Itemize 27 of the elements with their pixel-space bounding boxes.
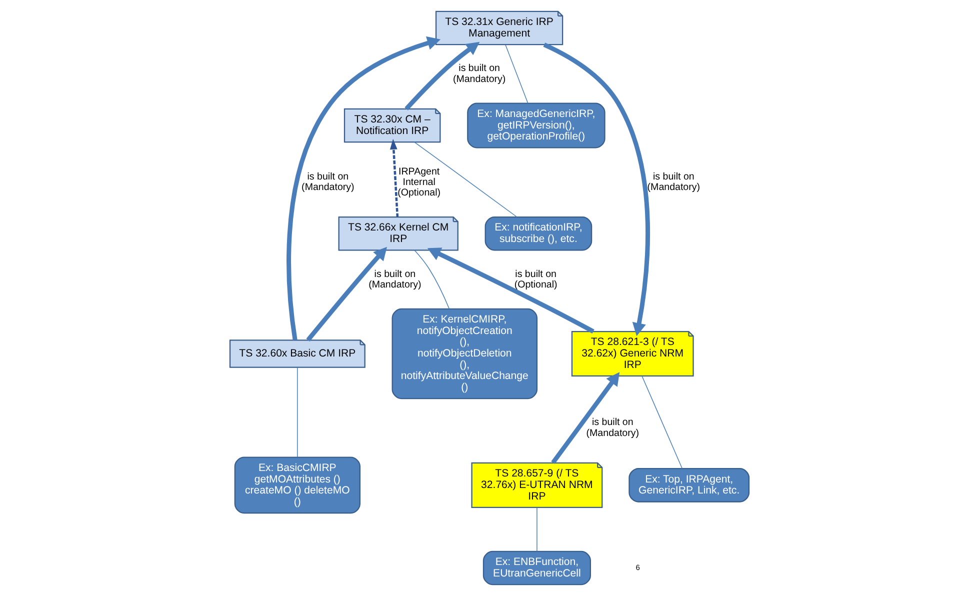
node-box: Ex: Top, IRPAgent, GenericIRP, Link, etc. — [628, 468, 750, 502]
connector — [414, 142, 518, 218]
arrow — [306, 246, 388, 342]
edge-label: is built on (Mandatory) — [452, 63, 506, 85]
edge-label: is built on (Optional) — [514, 268, 558, 290]
edge-label: IRPAgent Internal (Optional) — [398, 166, 441, 198]
connector — [505, 44, 528, 104]
label: 6 — [636, 562, 640, 572]
arrow — [551, 372, 620, 464]
edge-label: is built on (Mandatory) — [368, 268, 422, 290]
node-box: Ex: ManagedGenericIRP, getIRPVersion(), getOperationProfile() — [467, 102, 606, 148]
arrow — [543, 42, 650, 336]
edge-label: is built on (Mandatory) — [302, 172, 354, 194]
node-box: Ex: BasicCMIRP getMOAttributes () createMO () deleteMO () — [234, 456, 360, 514]
arrow — [286, 36, 441, 340]
node-box: Ex: KernelCMIRP, notifyObjectCreation (), notifyObjectDeletion (), notifyAttributeValueChange () — [392, 308, 538, 400]
node-box: Ex: ENBFunction, EUtranGenericCell — [482, 550, 591, 586]
arrow — [427, 248, 594, 334]
arrow — [404, 42, 480, 110]
edge-label: is built on (Mandatory) — [647, 172, 700, 194]
connector — [297, 367, 298, 458]
arrow — [390, 138, 399, 217]
connector — [642, 376, 683, 469]
connector — [414, 250, 450, 310]
node-box: Ex: notificationIRP, subscribe (), etc. — [484, 216, 592, 251]
edge-label: is built on (Mandatory) — [586, 417, 640, 439]
connector — [536, 507, 538, 552]
